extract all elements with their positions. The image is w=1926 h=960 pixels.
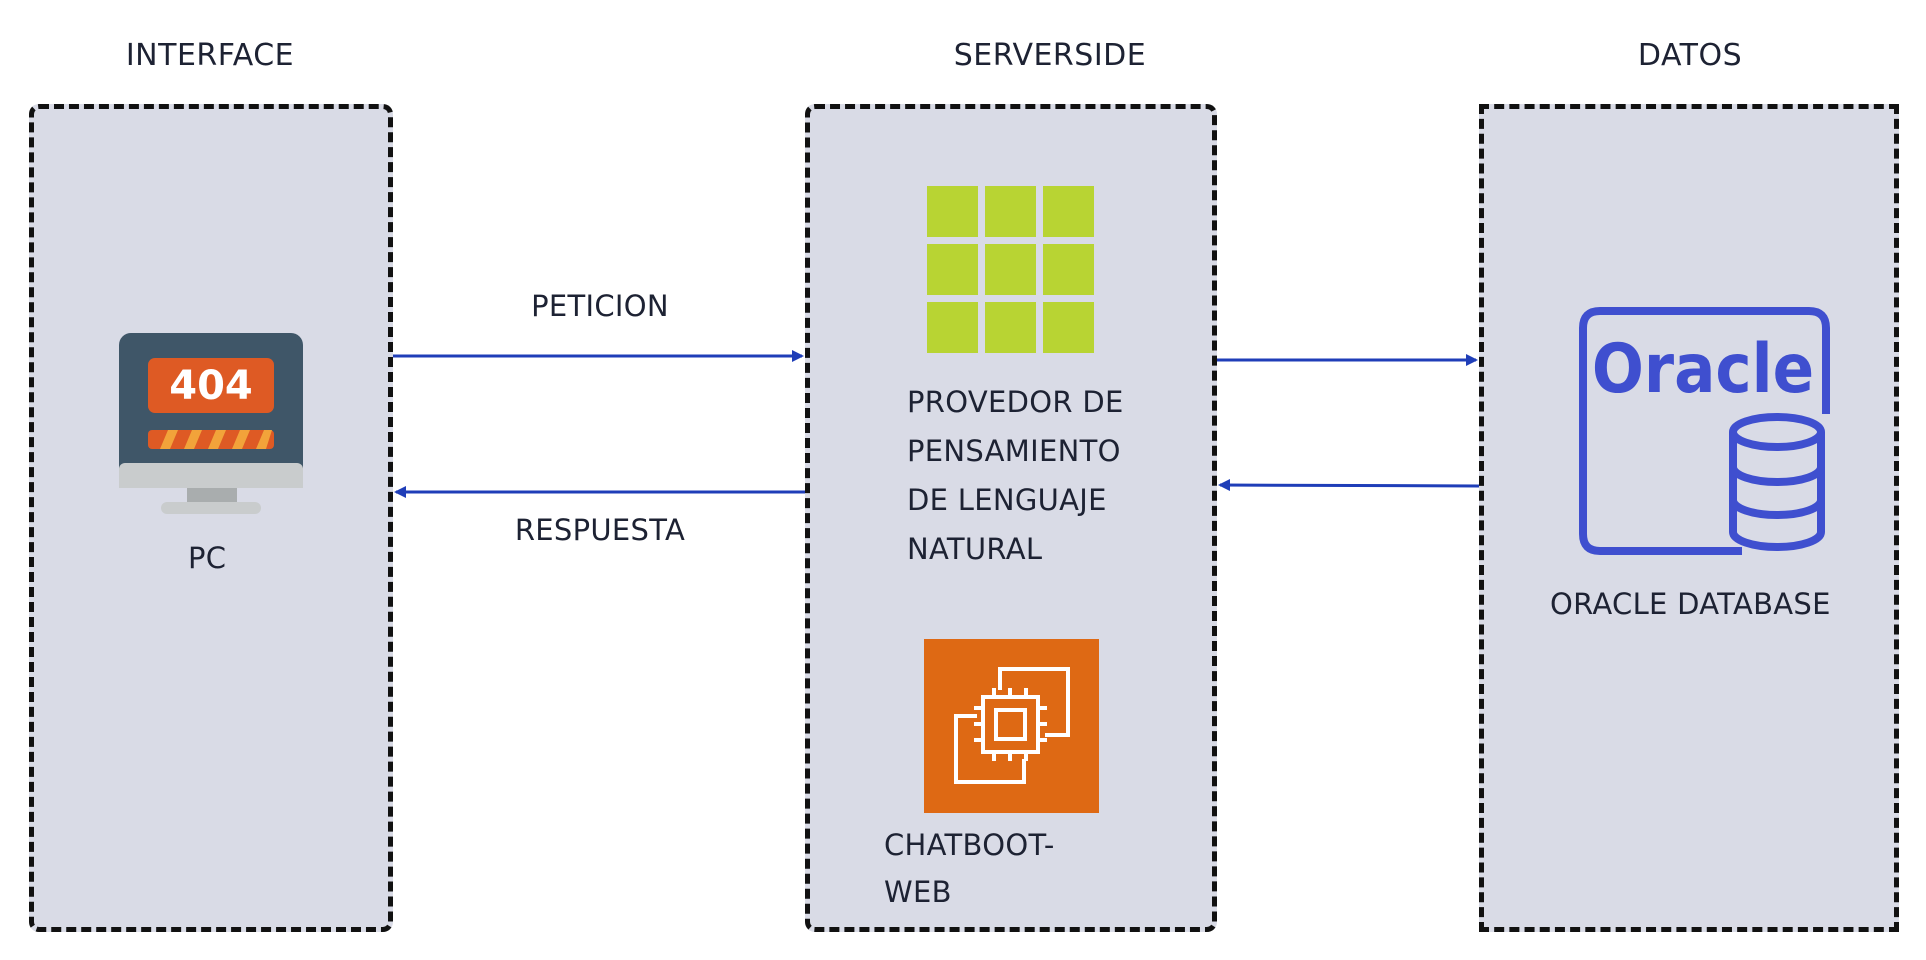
pc-error-code: 404 [169, 363, 253, 409]
chatbot-line: WEB [884, 875, 952, 909]
interface-zone [29, 104, 393, 932]
interface-title: INTERFACE [125, 38, 295, 73]
request-label: PETICION [531, 289, 669, 323]
datos-title: DATOS [1637, 38, 1743, 73]
serverside-title: SERVERSIDE [953, 38, 1147, 73]
chatbot-line: CHATBOOT- [884, 828, 1055, 862]
monitor-404-icon: 404 [119, 333, 303, 514]
oracle-database-icon: Oracle [1579, 307, 1830, 555]
nlp-provider-line: PENSAMIENTO [907, 434, 1121, 468]
ec2-instances-icon [924, 639, 1099, 813]
oracle-db-label: ORACLE DATABASE [1550, 587, 1831, 621]
chatbot-label: CHATBOOT- WEB [884, 822, 1055, 916]
datos-zone [1479, 104, 1899, 932]
nlp-provider-label: PROVEDOR DE PENSAMIENTO DE LENGUAJE NATU… [907, 378, 1124, 574]
db-to-server-arrow [1218, 479, 1480, 492]
response-label: RESPUESTA [514, 513, 686, 547]
green-grid-icon [927, 186, 1094, 353]
oracle-logo: Oracle [1592, 330, 1814, 409]
nlp-provider-line: PROVEDOR DE [907, 385, 1124, 419]
nlp-provider-line: DE LENGUAJE [907, 483, 1107, 517]
nlp-provider-line: NATURAL [907, 532, 1043, 566]
pc-label: PC [188, 541, 227, 575]
